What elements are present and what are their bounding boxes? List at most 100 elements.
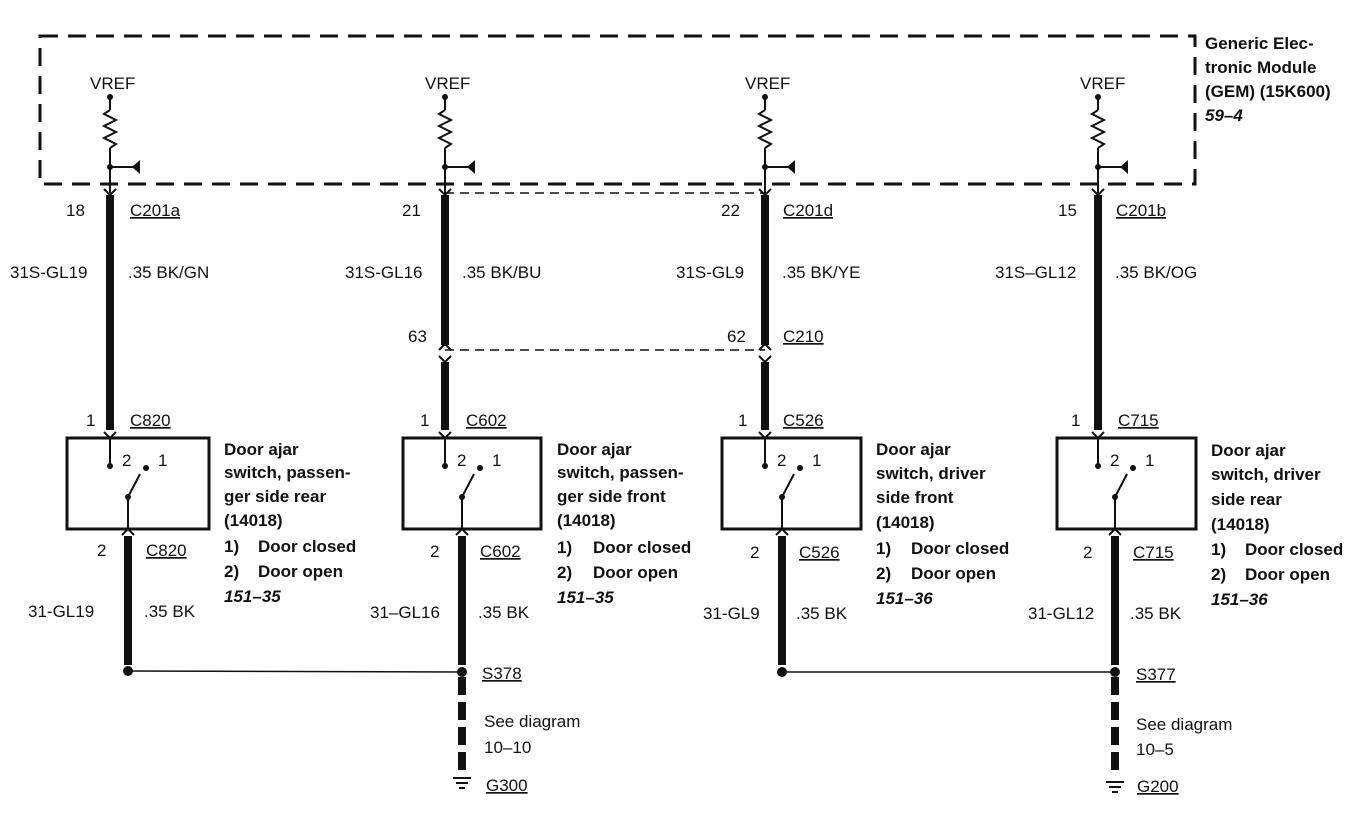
state-2-num: 2): [876, 564, 891, 583]
pin-bottom: 2: [97, 541, 106, 560]
conn-top: C201a: [130, 201, 181, 220]
module-input-arrow: [1120, 160, 1128, 174]
wire-bottom-circuit: 31-GL9: [703, 604, 760, 623]
state-1-num: 1): [224, 537, 239, 556]
state-2-num: 2): [557, 563, 572, 582]
switch-conn: C526: [783, 411, 824, 430]
switch-desc-4: (14018): [557, 511, 616, 530]
inline-conn: C210: [783, 327, 824, 346]
ground-id: G300: [486, 776, 528, 795]
module-title-line-3: (GEM) (15K600): [1205, 82, 1331, 101]
pin-bottom: 2: [1083, 543, 1092, 562]
wire-top-circuit: 31S–GL12: [995, 263, 1076, 282]
splice-S377: S377 See diagram 10–5 G200: [1106, 665, 1232, 796]
page-ref: 151–35: [224, 587, 281, 606]
state-2-num: 2): [1211, 565, 1226, 584]
contact-1: 1: [492, 451, 501, 470]
page-ref: 151–35: [557, 588, 614, 607]
switch-desc-1: Door ajar: [557, 440, 632, 459]
switch-desc-2: switch, driver: [876, 464, 986, 483]
circuit-driver-front: VREF 22 C201d 31S-GL9 .35 BK/YE 62 C210 …: [676, 74, 1009, 677]
state-1-text: Door closed: [1245, 540, 1343, 559]
wire-top-gauge: .35 BK/GN: [128, 263, 209, 282]
wire-top-gauge: .35 BK/OG: [1115, 263, 1197, 282]
see-diagram-page: 10–5: [1136, 740, 1174, 759]
state-2-text: Door open: [911, 564, 996, 583]
switch-desc-3: ger side front: [557, 487, 666, 506]
switch-desc-3: side front: [876, 488, 954, 507]
conn-bottom: C820: [146, 541, 187, 560]
inline-pin: 62: [727, 327, 746, 346]
inline-pin: 63: [408, 327, 427, 346]
see-diagram: See diagram: [484, 712, 580, 731]
wire-bottom-circuit: 31–GL16: [370, 603, 440, 622]
page-ref: 151–36: [1211, 590, 1268, 609]
wire-top-gauge: .35 BK/YE: [782, 263, 860, 282]
door-ajar-switch: [65, 436, 211, 531]
switch-pin: 1: [86, 411, 95, 430]
see-diagram: See diagram: [1136, 715, 1232, 734]
wire-top-circuit: 31S-GL19: [10, 263, 88, 282]
switch-pin: 1: [420, 411, 429, 430]
switch-blade: [1114, 473, 1128, 498]
conn-bottom: C715: [1133, 543, 1174, 562]
pin-top: 21: [402, 201, 421, 220]
pin-top: 22: [721, 201, 740, 220]
switch-desc-3: side rear: [1211, 490, 1282, 509]
switch-desc-1: Door ajar: [224, 440, 299, 459]
contact-2: 2: [1110, 451, 1119, 470]
state-1-text: Door closed: [258, 537, 356, 556]
wire-bottom-gauge: .35 BK: [478, 603, 530, 622]
pin-top: 15: [1058, 201, 1077, 220]
state-2-num: 2): [224, 562, 239, 581]
switch-desc-2: switch, driver: [1211, 465, 1321, 484]
switch-desc-2: switch, passen-: [557, 463, 684, 482]
module-input-arrow: [467, 160, 475, 174]
switch-blade: [461, 473, 475, 498]
vref-label: VREF: [1080, 74, 1125, 93]
switch-pin: 1: [1071, 411, 1080, 430]
contact-1: 1: [812, 451, 821, 470]
door-ajar-switch: [720, 436, 863, 531]
contact-2: 2: [122, 451, 131, 470]
wire-bottom-circuit: 31-GL19: [28, 602, 94, 621]
conn-bottom: C526: [799, 543, 840, 562]
vref-label: VREF: [90, 74, 135, 93]
pullup-resistor: [436, 109, 454, 149]
see-diagram-page: 10–10: [484, 738, 531, 757]
state-2-text: Door open: [593, 563, 678, 582]
wire-bottom-gauge: .35 BK: [1130, 604, 1182, 623]
wire-top-circuit: 31S-GL16: [345, 263, 423, 282]
pullup-resistor: [101, 109, 119, 149]
circuit-passenger-front: VREF 21 31S-GL16 .35 BK/BU 63 1 C602 2 1…: [345, 74, 691, 770]
wire-bottom-circuit: 31-GL12: [1028, 604, 1094, 623]
state-1-num: 1): [876, 539, 891, 558]
pin-top: 18: [66, 201, 85, 220]
pullup-resistor: [1089, 109, 1107, 149]
wire-bottom-gauge: .35 BK: [796, 604, 848, 623]
state-2-text: Door open: [1245, 565, 1330, 584]
switch-conn: C602: [466, 411, 507, 430]
module-input-arrow: [787, 160, 795, 174]
conn-bottom: C602: [480, 542, 521, 561]
switch-desc-1: Door ajar: [1211, 441, 1286, 460]
switch-desc-4: (14018): [1211, 515, 1270, 534]
module-input-arrow: [132, 160, 140, 174]
pullup-resistor: [756, 109, 774, 149]
ground-id: G200: [1137, 777, 1179, 796]
switch-desc-1: Door ajar: [876, 440, 951, 459]
page-ref: 151–36: [876, 589, 933, 608]
module-title-line-2: tronic Module: [1205, 58, 1316, 77]
wire-top-circuit: 31S-GL9: [676, 263, 744, 282]
circuit-passenger-rear: VREF 18 C201a 31S-GL19 .35 BK/GN 1 C820 …: [10, 74, 356, 676]
splice-id: S377: [1136, 665, 1176, 684]
switch-pin: 1: [738, 411, 747, 430]
pin-bottom: 2: [750, 543, 759, 562]
wire-top-gauge: .35 BK/BU: [462, 263, 541, 282]
switch-blade: [781, 473, 795, 498]
door-ajar-switch: [401, 436, 543, 531]
conn-top: C201b: [1116, 201, 1166, 220]
switch-desc-4: (14018): [876, 513, 935, 532]
door-ajar-switch: [1055, 436, 1198, 531]
